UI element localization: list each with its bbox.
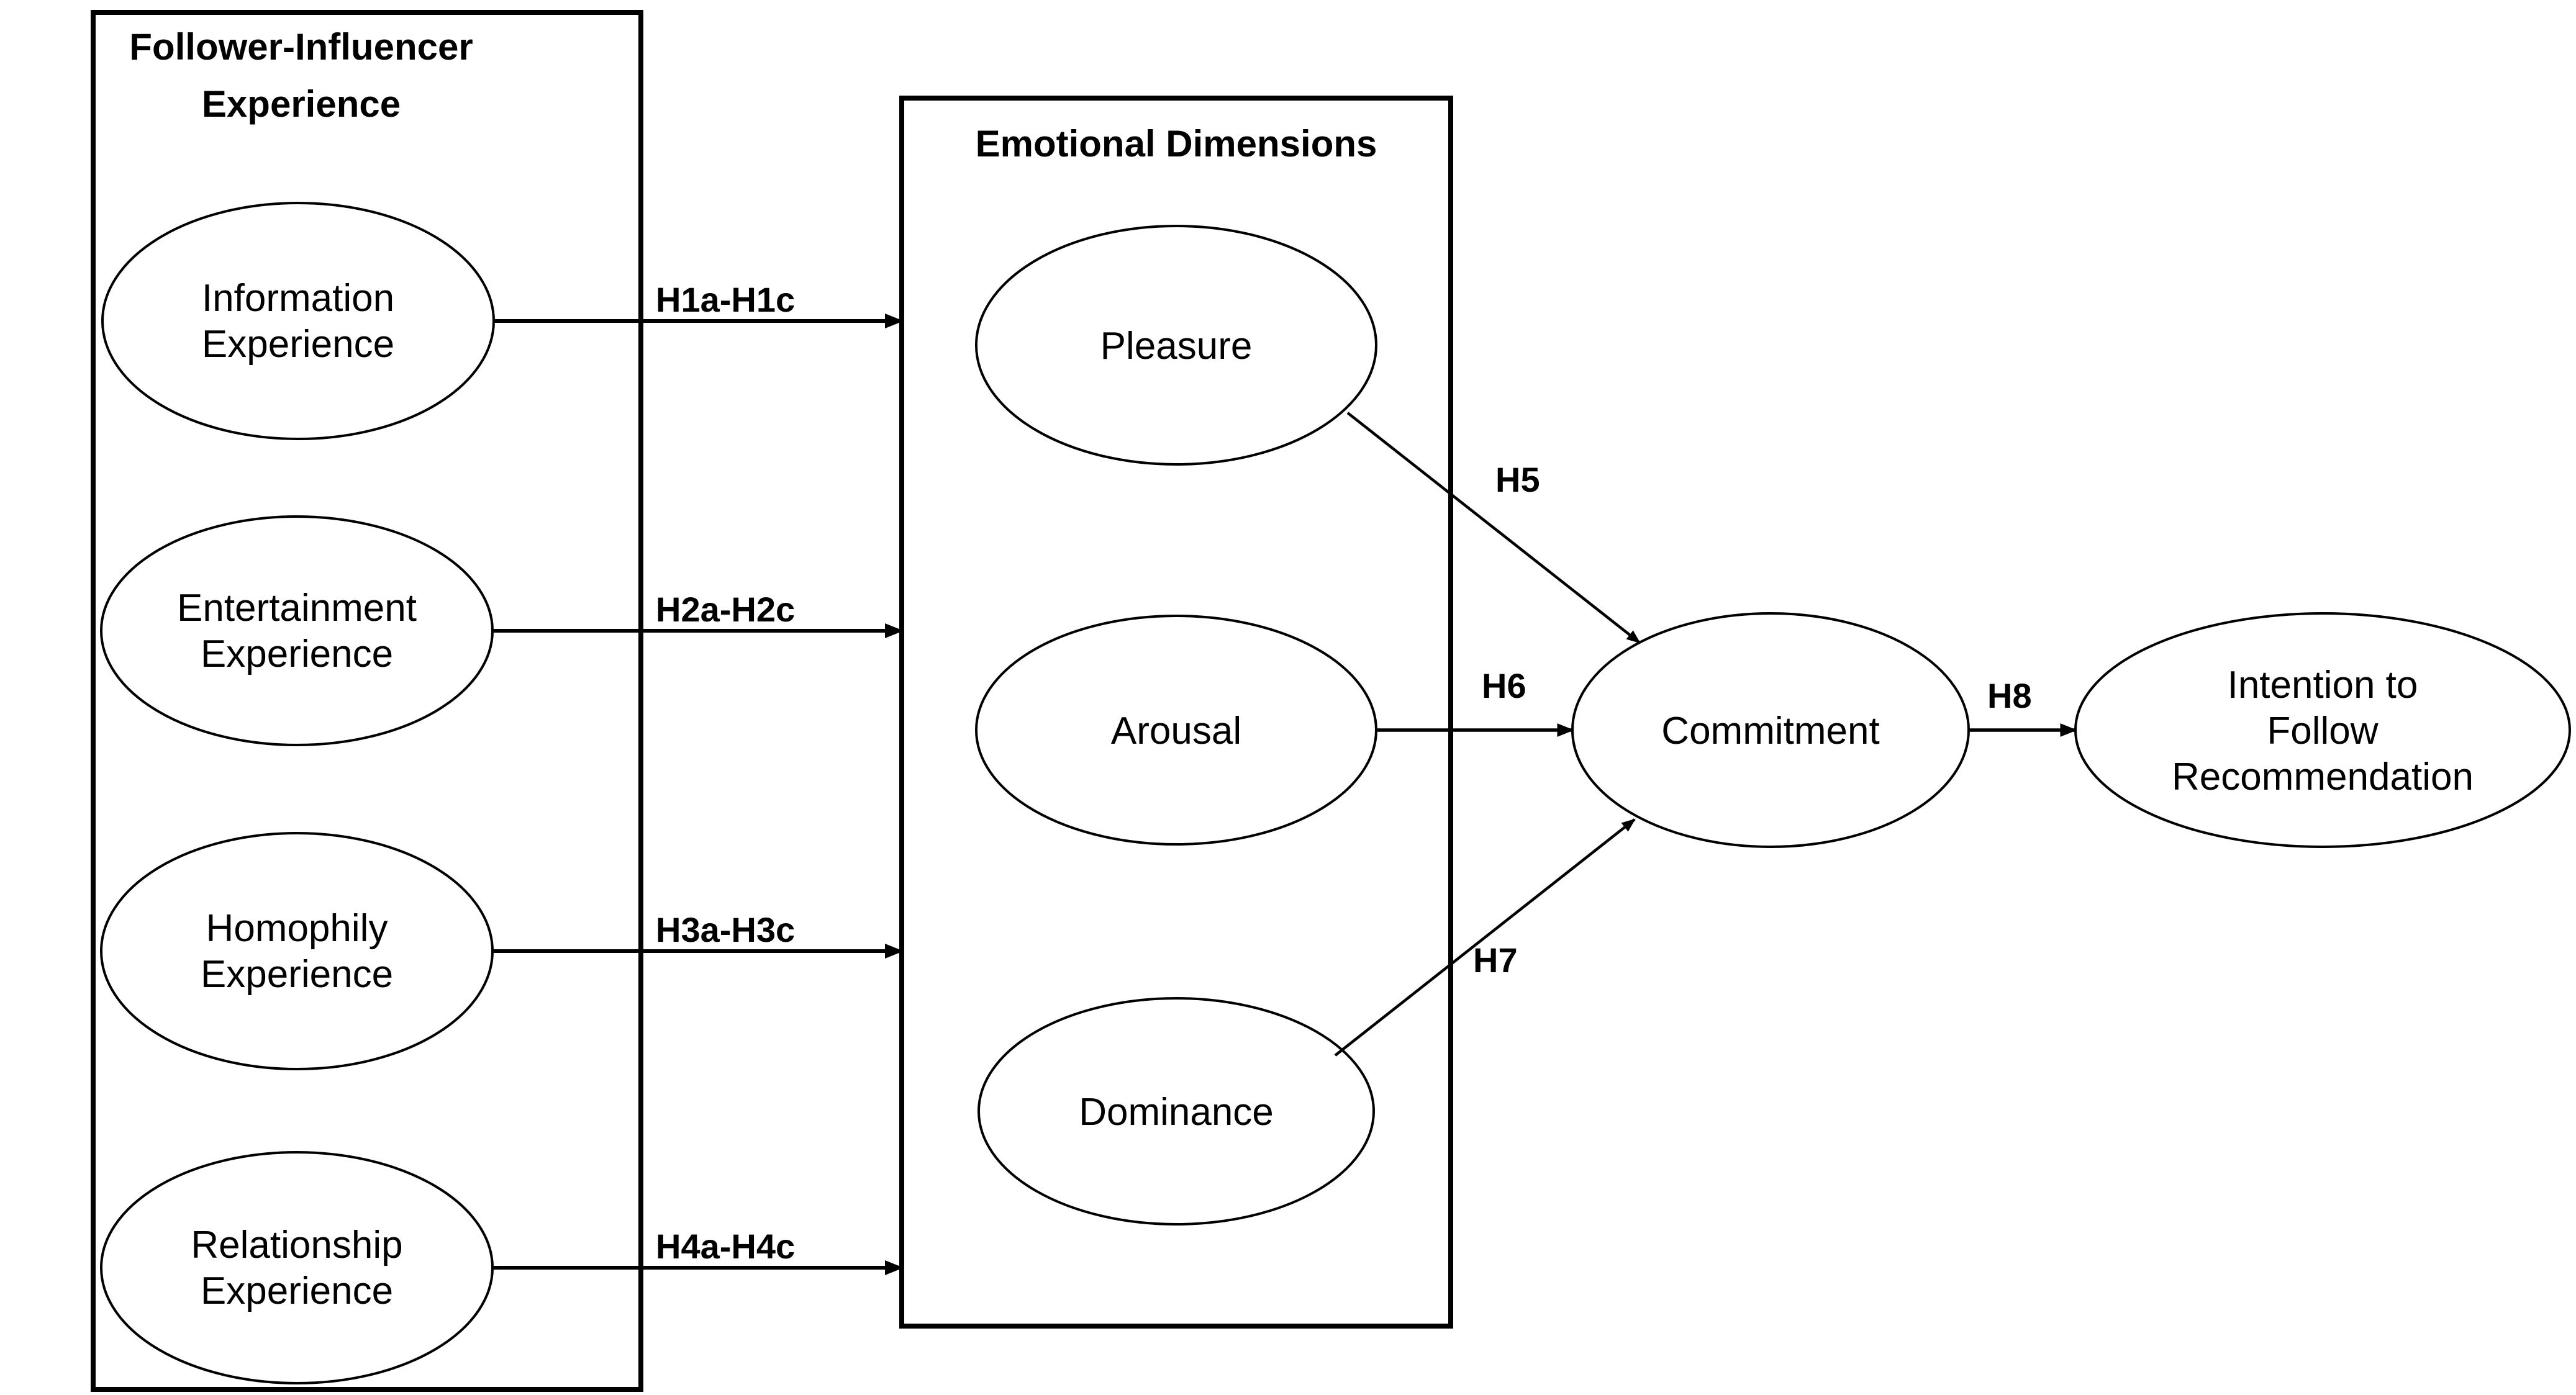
middle-box-title: Emotional Dimensions (976, 123, 1377, 165)
commitment-label: Commitment (1661, 710, 1879, 752)
intention-label-line3: Recommendation (2172, 756, 2474, 798)
node-dominance (977, 997, 1375, 1226)
pleasure-label: Pleasure (1100, 325, 1253, 368)
homophily-label-line2: Experience (201, 953, 393, 996)
information-label-line1: Information (202, 277, 394, 320)
entertainment-label-line1: Entertainment (177, 587, 417, 630)
follower-influencer-experience-box (91, 10, 643, 1392)
relationship-label-line1: Relationship (191, 1224, 402, 1266)
hypothesis-label-h4: H4a-H4c (656, 1227, 795, 1266)
left-box-title-line1: Follower-Influencer (129, 26, 473, 68)
hypothesis-label-h3: H3a-H3c (656, 910, 795, 949)
hypothesis-label-h1: H1a-H1c (656, 280, 795, 319)
left-box-title-line2: Experience (202, 83, 401, 125)
node-information-experience (101, 202, 495, 440)
hypothesis-label-h7: H7 (1473, 941, 1518, 980)
hypothesis-label-h6: H6 (1482, 666, 1526, 705)
hypothesis-label-h2: H2a-H2c (656, 590, 795, 629)
hypothesis-label-h5: H5 (1495, 460, 1540, 499)
arousal-label: Arousal (1111, 710, 1241, 752)
edge-h7-dominance-to-commitment (1334, 818, 1636, 1057)
node-pleasure (975, 225, 1377, 466)
hypothesis-label-h8: H8 (1987, 676, 2032, 715)
relationship-label-line2: Experience (201, 1270, 393, 1312)
entertainment-label-line2: Experience (201, 633, 393, 675)
node-homophily-experience (100, 832, 494, 1070)
intention-label-line2: Follow (2267, 710, 2378, 752)
node-entertainment-experience (100, 515, 494, 746)
edge-h5-pleasure-to-commitment (1346, 412, 1641, 644)
information-label-line2: Experience (202, 323, 394, 366)
node-relationship-experience (100, 1151, 494, 1384)
emotional-dimensions-box (899, 96, 1453, 1329)
intention-label-line1: Intention to (2228, 664, 2418, 707)
dominance-label: Dominance (1079, 1091, 1274, 1134)
homophily-label-line1: Homophily (206, 907, 388, 950)
